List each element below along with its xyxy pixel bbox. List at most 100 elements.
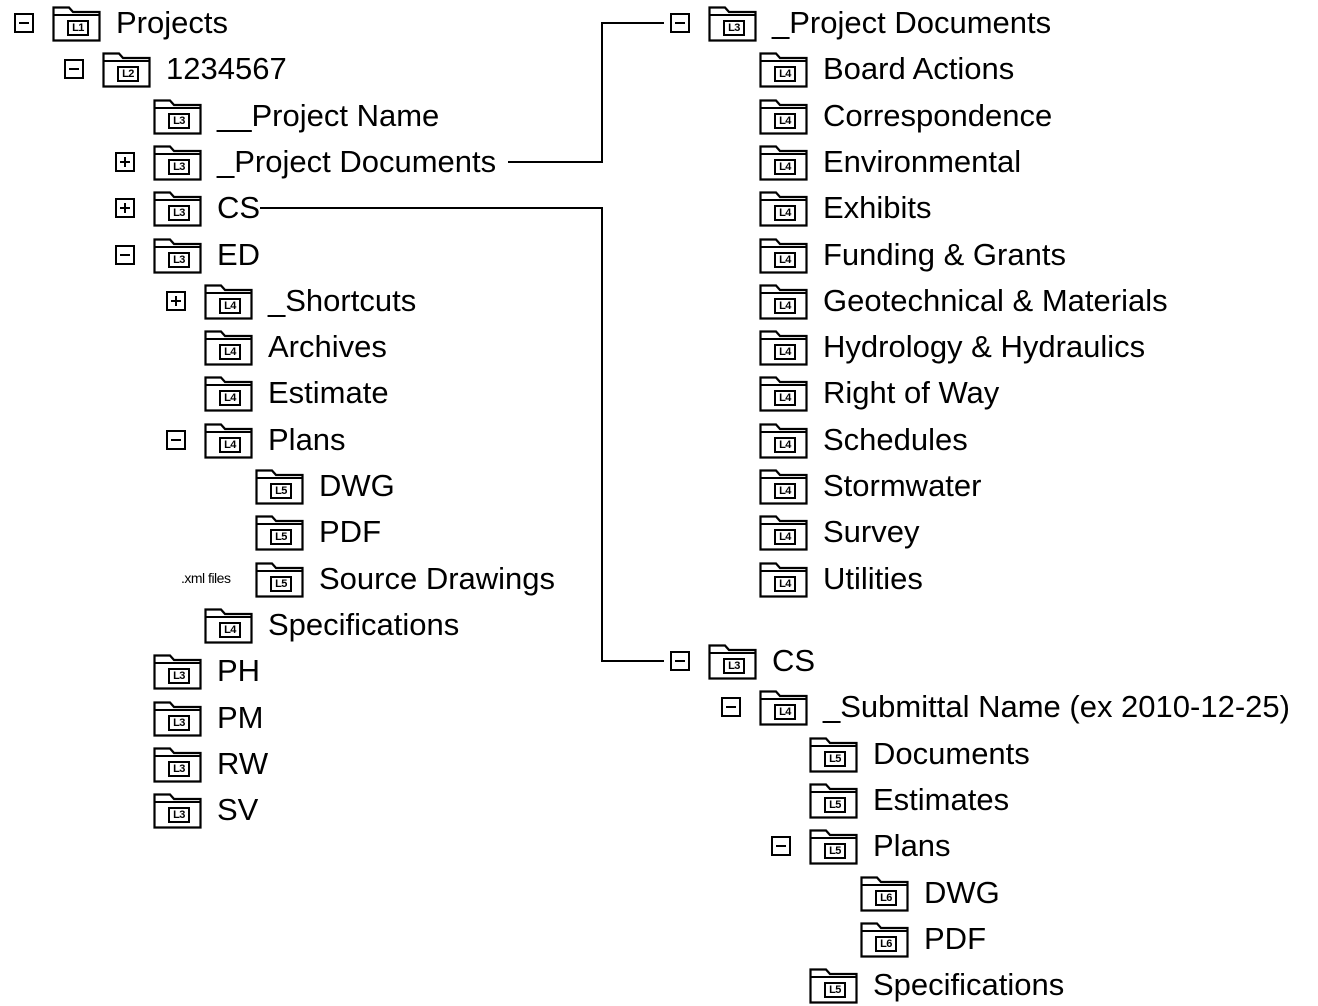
folder-label: Funding & Grants — [823, 237, 1066, 272]
folder-level-badge: L3 — [168, 252, 190, 268]
folder-label: Schedules — [823, 422, 968, 457]
folder-label: Exhibits — [823, 190, 932, 225]
folder-label: Environmental — [823, 144, 1022, 179]
folder-level-badge: L4 — [774, 205, 796, 221]
folder-level-badge: L4 — [219, 437, 241, 453]
folder-label: DWG — [319, 468, 395, 503]
folder-label: Plans — [873, 828, 951, 863]
collapse-toggle-icon[interactable]: minus — [166, 430, 186, 450]
collapse-toggle-icon[interactable]: minus — [14, 13, 34, 33]
folder-level-badge: L5 — [824, 751, 846, 767]
folder-icon: L4 — [759, 515, 809, 551]
folder-label: DWG — [924, 875, 1000, 910]
folder-icon: L4 — [759, 330, 809, 366]
folder-level-badge: L5 — [824, 843, 846, 859]
collapse-toggle-icon[interactable]: minus — [64, 59, 84, 79]
folder-icon: L5 — [809, 829, 859, 865]
folder-level-badge: L3 — [168, 113, 190, 129]
folder-label: _Submittal Name (ex 2010-12-25) — [823, 689, 1290, 724]
folder-icon: L3 — [153, 238, 203, 274]
folder-label: CS — [217, 190, 261, 225]
folder-label: ED — [217, 237, 261, 272]
folder-level-badge: L4 — [774, 437, 796, 453]
folder-level-badge: L4 — [774, 344, 796, 360]
collapse-toggle-icon[interactable]: minus — [771, 836, 791, 856]
expand-toggle-icon[interactable]: plus — [166, 291, 186, 311]
collapse-toggle-icon[interactable]: minus — [670, 13, 690, 33]
folder-label: _Shortcuts — [268, 283, 417, 318]
folder-icon: L6 — [860, 922, 910, 958]
folder-label: Estimate — [268, 375, 389, 410]
folder-level-badge: L4 — [774, 159, 796, 175]
folder-level-badge: L5 — [270, 483, 292, 499]
folder-label: _Project Documents — [772, 5, 1052, 40]
folder-label: PDF — [319, 514, 381, 549]
folder-level-badge: L4 — [219, 344, 241, 360]
folder-level-badge: L3 — [168, 807, 190, 823]
folder-label: PDF — [924, 921, 986, 956]
expand-toggle-icon[interactable]: plus — [115, 198, 135, 218]
folder-icon: L4 — [204, 376, 254, 412]
folder-icon: L1 — [52, 6, 102, 42]
folder-level-badge: L3 — [168, 715, 190, 731]
folder-icon: L4 — [759, 423, 809, 459]
folder-icon: L3 — [153, 654, 203, 690]
folder-icon: L3 — [153, 145, 203, 181]
folder-label: Specifications — [873, 967, 1065, 1002]
folder-label: Utilities — [823, 561, 923, 596]
folder-level-badge: L4 — [774, 529, 796, 545]
folder-icon: L4 — [759, 562, 809, 598]
connector-project-documents — [508, 22, 664, 163]
folder-level-badge: L4 — [219, 298, 241, 314]
folder-label: Hydrology & Hydraulics — [823, 329, 1146, 364]
folder-label: Geotechnical & Materials — [823, 283, 1168, 318]
folder-icon: L4 — [759, 238, 809, 274]
folder-level-badge: L3 — [168, 159, 190, 175]
folder-label: Right of Way — [823, 375, 1000, 410]
folder-level-badge: L3 — [168, 761, 190, 777]
folder-label: 1234567 — [166, 51, 287, 86]
folder-level-badge: L5 — [270, 576, 292, 592]
xml-files-note: .xml files — [181, 570, 231, 586]
folder-label: CS — [772, 643, 816, 678]
folder-level-badge: L1 — [67, 20, 89, 36]
folder-icon: L3 — [153, 793, 203, 829]
collapse-toggle-icon[interactable]: minus — [721, 697, 741, 717]
collapse-toggle-icon[interactable]: minus — [670, 651, 690, 671]
folder-level-badge: L3 — [168, 205, 190, 221]
folder-icon: L4 — [204, 608, 254, 644]
folder-level-badge: L2 — [117, 66, 139, 82]
folder-icon: L6 — [860, 876, 910, 912]
folder-icon: L5 — [809, 783, 859, 819]
folder-icon: L4 — [204, 284, 254, 320]
folder-icon: L5 — [809, 737, 859, 773]
folder-icon: L3 — [708, 644, 758, 680]
folder-label: SV — [217, 792, 259, 827]
folder-level-badge: L4 — [774, 483, 796, 499]
folder-level-badge: L3 — [723, 20, 745, 36]
folder-label: Projects — [116, 5, 228, 40]
folder-level-badge: L5 — [270, 529, 292, 545]
folder-level-badge: L4 — [774, 66, 796, 82]
folder-level-badge: L4 — [219, 622, 241, 638]
folder-icon: L5 — [809, 968, 859, 1004]
folder-label: __Project Name — [217, 98, 440, 133]
folder-label: Correspondence — [823, 98, 1053, 133]
folder-icon: L4 — [759, 52, 809, 88]
expand-toggle-icon[interactable]: plus — [115, 152, 135, 172]
folder-icon: L4 — [759, 284, 809, 320]
folder-icon: L3 — [708, 6, 758, 42]
folder-icon: L3 — [153, 191, 203, 227]
folder-label: Archives — [268, 329, 387, 364]
folder-icon: L5 — [255, 562, 305, 598]
folder-label: Survey — [823, 514, 920, 549]
folder-label: Stormwater — [823, 468, 982, 503]
folder-icon: L3 — [153, 99, 203, 135]
folder-level-badge: L4 — [774, 298, 796, 314]
collapse-toggle-icon[interactable]: minus — [115, 245, 135, 265]
folder-icon: L3 — [153, 701, 203, 737]
folder-level-badge: L3 — [723, 658, 745, 674]
folder-level-badge: L4 — [774, 252, 796, 268]
folder-icon: L3 — [153, 747, 203, 783]
